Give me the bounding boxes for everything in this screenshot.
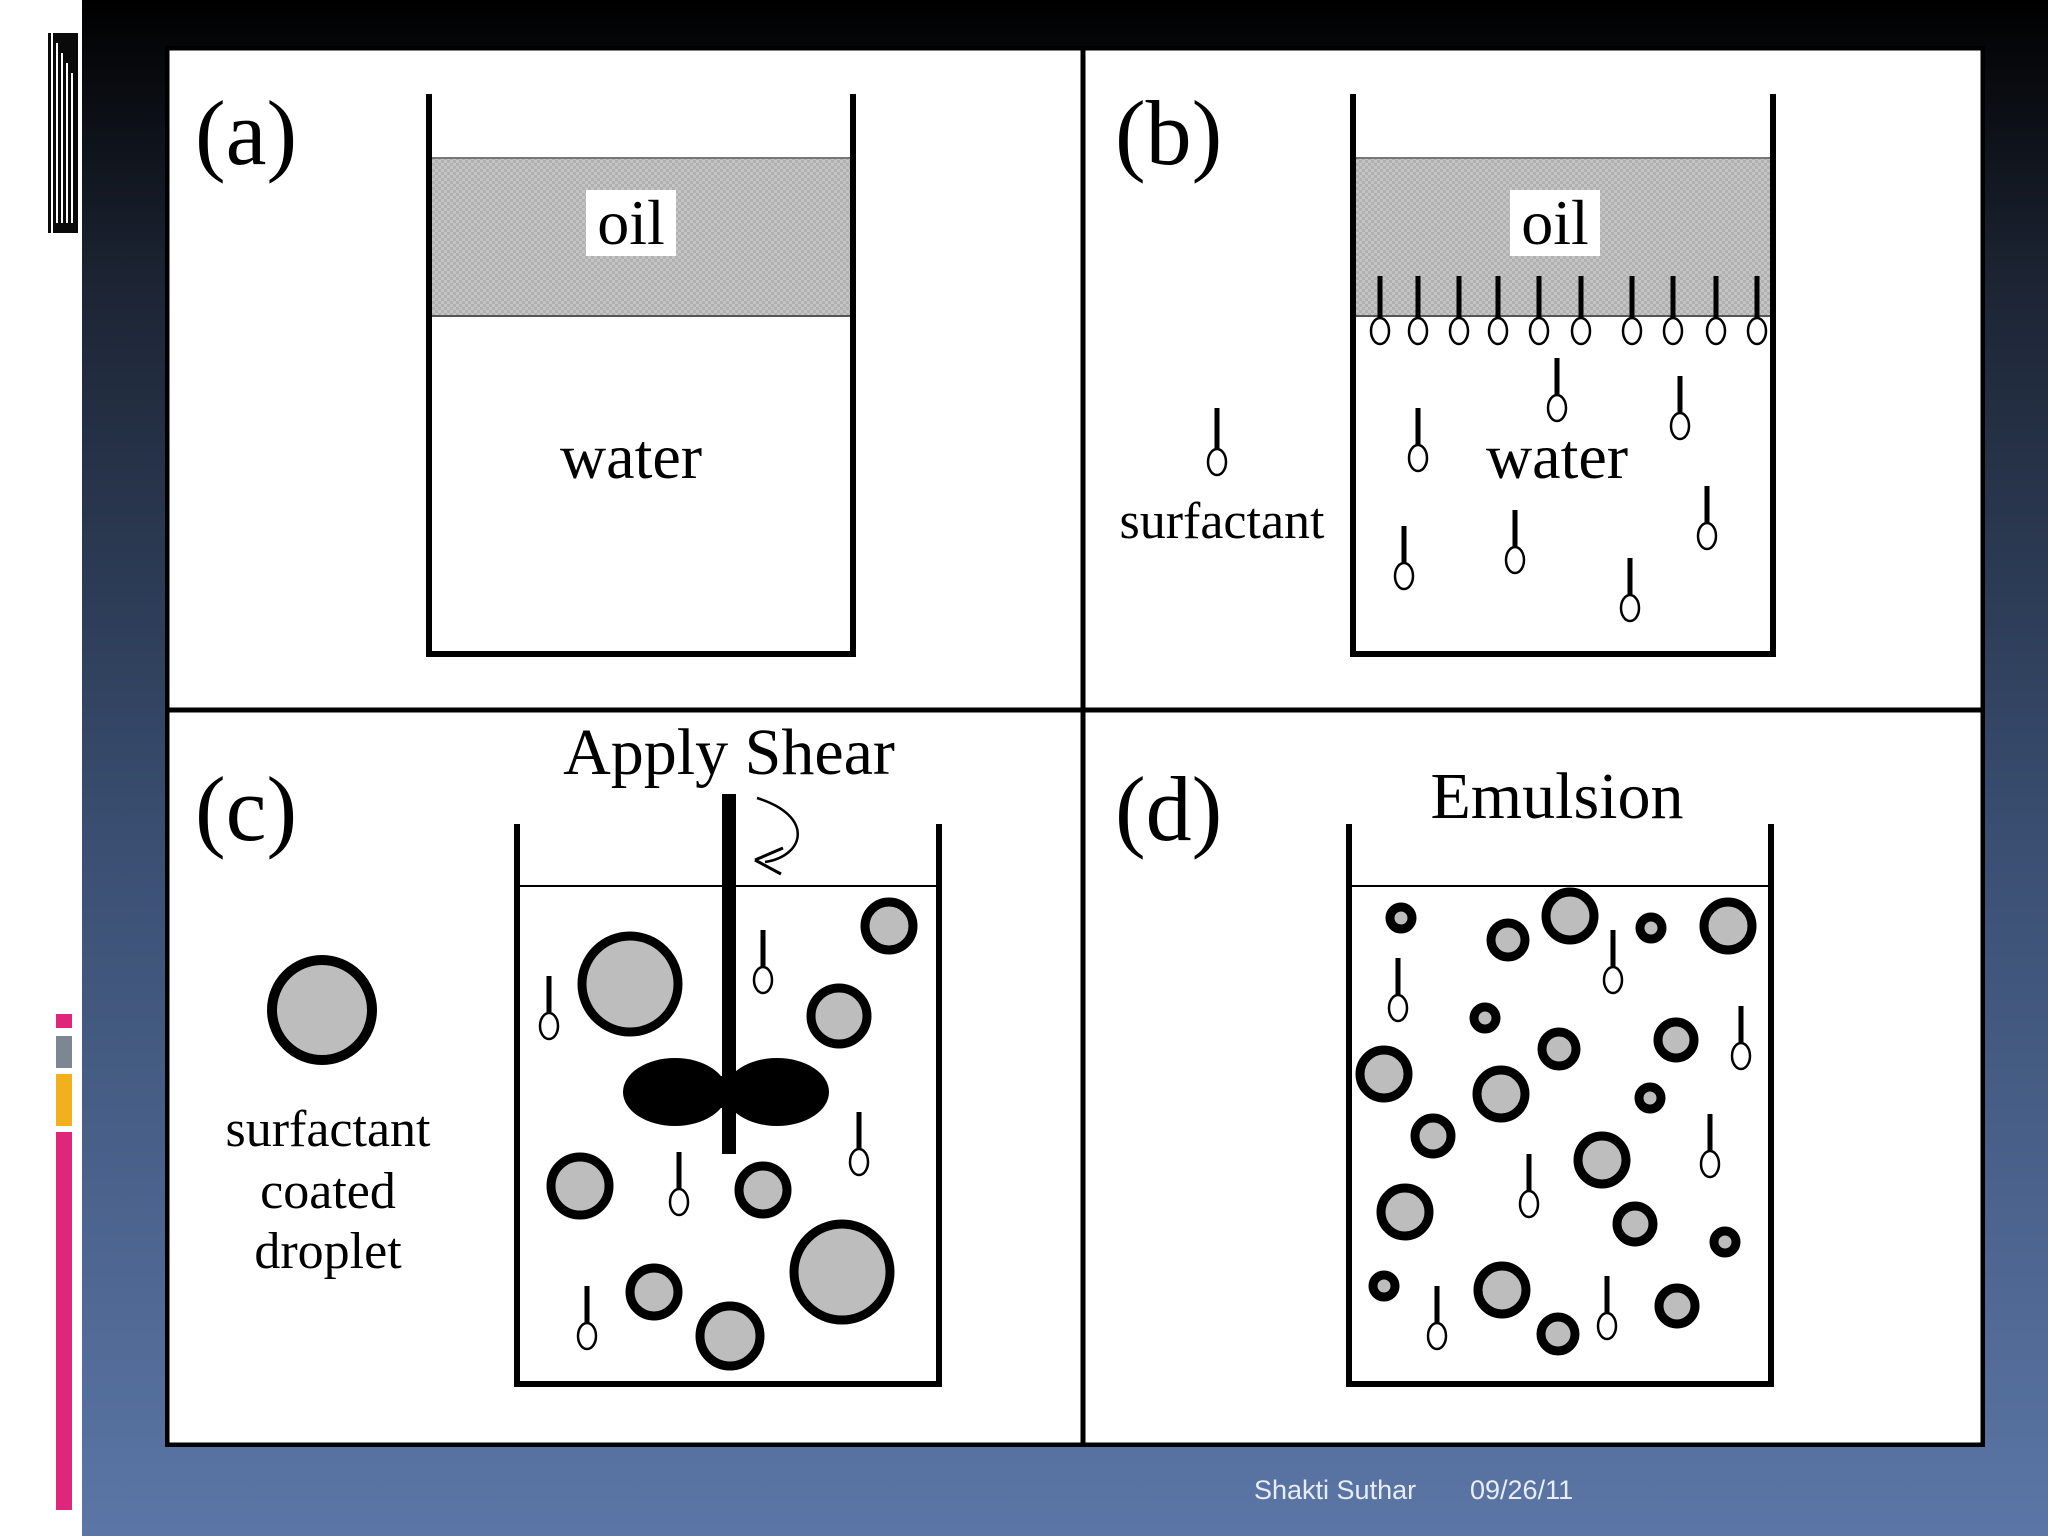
dispersed-surfactants — [1387, 930, 1752, 1351]
panel-c: (c) Apply Shear — [195, 716, 942, 1387]
footer-date: 09/26/11 — [1470, 1475, 1574, 1505]
panel-a: (a) oil water — [195, 82, 856, 657]
oil-label-box — [1510, 190, 1600, 256]
decorative-bars — [56, 1014, 72, 1510]
panel-a-label: (a) — [195, 82, 297, 184]
coated-droplet-legend-line3: droplet — [254, 1223, 402, 1280]
beaker — [426, 94, 856, 657]
panel-d-label: (d) — [1115, 758, 1222, 860]
dispersed-surfactants — [538, 930, 870, 1351]
water-label: water — [560, 421, 702, 492]
coated-droplet-legend-line1: surfactant — [225, 1101, 431, 1158]
oil-label: oil — [1521, 187, 1589, 258]
interface-monolayer — [1369, 276, 1768, 346]
oil-label-box — [586, 190, 676, 256]
water-label: water — [1486, 421, 1628, 492]
stirrer-icon — [623, 794, 829, 1154]
panel-b: (b) oil water — [1115, 82, 1776, 657]
figure-frame — [165, 46, 1985, 1447]
apply-shear-title: Apply Shear — [563, 716, 895, 789]
panel-c-label: (c) — [195, 758, 297, 860]
beaker — [514, 824, 942, 1387]
coated-droplet-legend-icon — [267, 955, 377, 1065]
coated-droplet-legend-line2: coated — [260, 1163, 396, 1220]
footer-author: Shakti Suthar — [1254, 1475, 1417, 1505]
panel-b-label: (b) — [1115, 82, 1222, 184]
surfactant-legend-icon — [1206, 408, 1228, 477]
emulsion-figure: (a) oil water (b) oil water — [165, 46, 1985, 1447]
droplets — [546, 897, 918, 1371]
beaker — [1346, 824, 1774, 1387]
dispersed-surfactants — [1393, 358, 1718, 623]
oil-label: oil — [597, 187, 665, 258]
emulsion-title: Emulsion — [1430, 760, 1683, 833]
beaker — [1350, 94, 1776, 657]
droplets — [1355, 887, 1757, 1356]
surfactant-legend-label: surfactant — [1119, 493, 1325, 550]
panel-d: (d) Emulsion — [1115, 758, 1774, 1387]
decorative-stripes — [48, 33, 78, 233]
